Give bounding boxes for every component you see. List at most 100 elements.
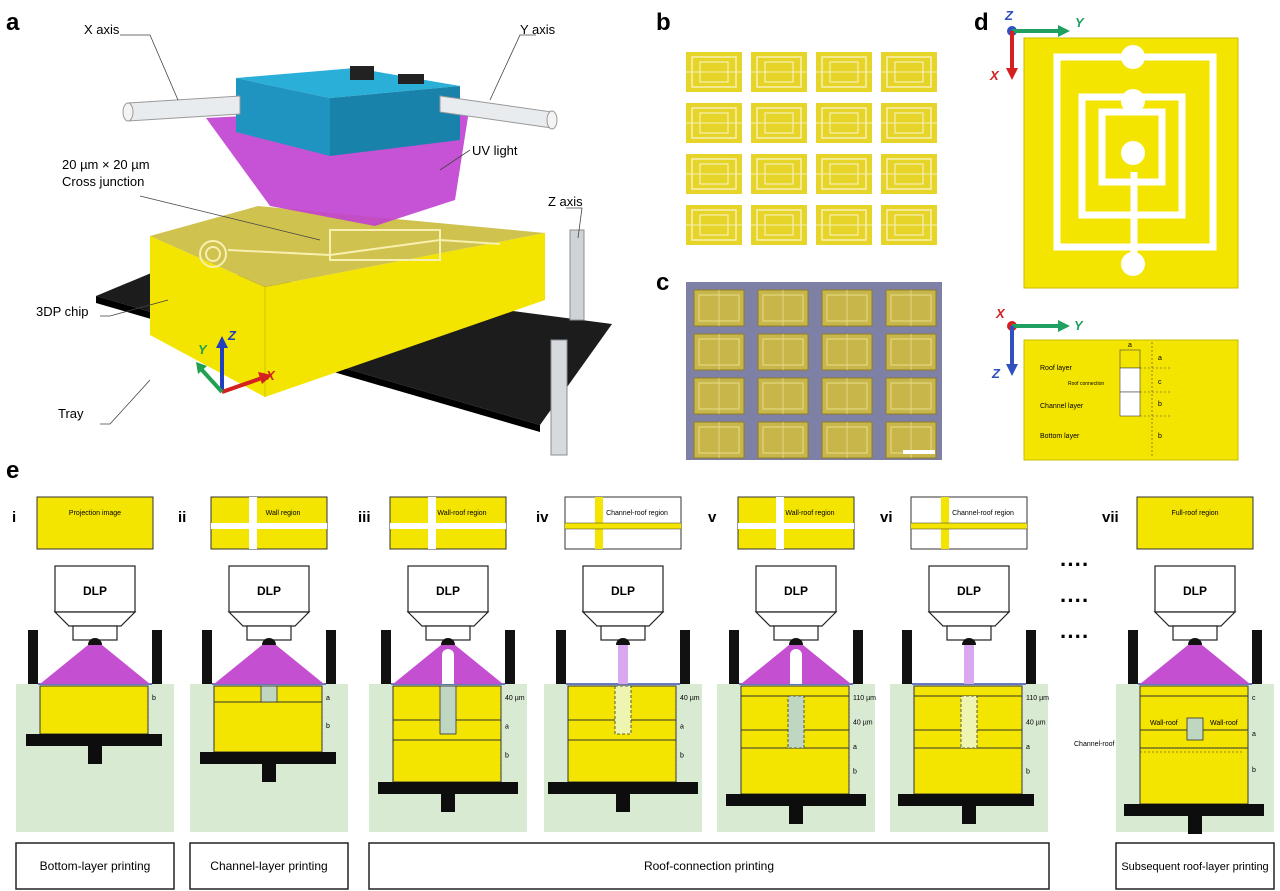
build-plate-stem bbox=[616, 794, 630, 812]
bath-wall-left bbox=[28, 630, 38, 686]
coord-y-label: Y bbox=[198, 342, 208, 357]
array-chip bbox=[686, 154, 742, 194]
panel-letter-a: a bbox=[6, 9, 20, 36]
caption-bottom-layer: Bottom-layer printing bbox=[40, 859, 151, 873]
dim-b-right: b bbox=[1158, 401, 1162, 408]
dimension-label: c bbox=[1252, 695, 1256, 702]
bath-wall-left bbox=[1128, 630, 1138, 686]
z-axis-rod bbox=[550, 339, 568, 456]
printed-chip bbox=[693, 377, 745, 415]
ellipsis-1: ···· bbox=[1060, 552, 1089, 577]
dlp-label: DLP bbox=[1183, 584, 1207, 598]
label-junction-1: 20 µm × 20 µm bbox=[62, 157, 150, 172]
dlp-aperture bbox=[789, 638, 803, 645]
array-chip bbox=[881, 52, 937, 92]
printed-chip bbox=[821, 333, 873, 371]
caption-subsequent-roof: Subsequent roof-layer printing bbox=[1121, 861, 1268, 873]
bath-wall-right bbox=[853, 630, 863, 686]
dlp-projector bbox=[1154, 565, 1236, 613]
caption-box-2 bbox=[189, 842, 349, 890]
mask-label: Projection image bbox=[69, 510, 121, 517]
printed-chip bbox=[821, 421, 873, 459]
dimension-label: a bbox=[326, 695, 330, 702]
uv-beam-gap bbox=[790, 649, 802, 684]
dlp-label: DLP bbox=[611, 584, 635, 598]
dlp-lens bbox=[72, 625, 118, 641]
dlp-lens bbox=[246, 625, 292, 641]
panel-d-top: Z Y X bbox=[989, 8, 1239, 289]
dlp-projector bbox=[54, 565, 136, 613]
array-chip bbox=[881, 154, 937, 194]
bath-wall-right bbox=[1252, 630, 1262, 686]
dlp-projector bbox=[228, 565, 310, 613]
dimension-label: a bbox=[1252, 731, 1256, 738]
label-tray: Tray bbox=[58, 406, 84, 421]
dlp-lens bbox=[425, 625, 471, 641]
step-numeral: ii bbox=[178, 509, 186, 526]
bath-wall-right bbox=[152, 630, 162, 686]
step-numeral: vi bbox=[880, 509, 893, 526]
build-plate-stem bbox=[262, 764, 276, 782]
channel-cavity bbox=[439, 685, 457, 735]
bath-wall-right bbox=[505, 630, 515, 686]
step-numeral: i bbox=[12, 509, 16, 526]
dimension-label: b bbox=[505, 752, 509, 759]
array-chip bbox=[751, 52, 807, 92]
panel-letter-d: d bbox=[974, 9, 989, 36]
bath-wall-left bbox=[381, 630, 391, 686]
bath-wall-left bbox=[729, 630, 739, 686]
layer-roof-connection: Roof connection bbox=[1068, 381, 1104, 387]
dlp-lens-housing bbox=[227, 611, 311, 627]
uv-beam bbox=[40, 645, 150, 684]
printed-chip bbox=[885, 377, 937, 415]
dim-c-right: c bbox=[1158, 379, 1162, 386]
printed-chip bbox=[821, 377, 873, 415]
caption-box-4 bbox=[1115, 842, 1275, 890]
dlp-lens-housing bbox=[754, 611, 838, 627]
caption-subsequent-roof-text: Subsequent roof-layer printing bbox=[1121, 861, 1268, 873]
printed-chip bbox=[757, 333, 809, 371]
dimension-label: b bbox=[152, 695, 156, 702]
build-plate bbox=[378, 782, 518, 794]
label-junction-2: Cross junction bbox=[62, 174, 144, 189]
dlp-label: DLP bbox=[784, 584, 808, 598]
dlp-label: DLP bbox=[257, 584, 281, 598]
dimension-label: b bbox=[1252, 767, 1256, 774]
printed-chip bbox=[885, 333, 937, 371]
dlp-projector bbox=[407, 565, 489, 613]
projector-front bbox=[236, 78, 330, 156]
dlp-aperture bbox=[441, 638, 455, 645]
step-vii-label: Wall-roof bbox=[1210, 720, 1238, 727]
axis-x-bottom-label: X bbox=[995, 306, 1006, 321]
array-chip bbox=[816, 154, 872, 194]
uv-beam bbox=[1140, 645, 1250, 684]
mask-label: Wall region bbox=[266, 510, 301, 517]
dim-b-bottom: b bbox=[1158, 433, 1162, 440]
mask-label: Wall-roof region bbox=[437, 510, 486, 517]
label-z-axis: Z axis bbox=[548, 194, 583, 209]
build-plate-stem bbox=[1188, 816, 1202, 834]
dimension-label: 40 µm bbox=[505, 695, 525, 702]
channel-cavity bbox=[960, 695, 978, 749]
uv-beam-narrow bbox=[964, 645, 974, 684]
mask-image bbox=[36, 496, 154, 550]
uv-beam-gap bbox=[442, 649, 454, 684]
dlp-lens bbox=[946, 625, 992, 641]
dimension-label: a bbox=[1026, 744, 1030, 751]
ellipsis-2: ···· bbox=[1060, 588, 1089, 613]
printed-chip bbox=[757, 421, 809, 459]
build-plate bbox=[548, 782, 698, 794]
array-chip bbox=[816, 205, 872, 245]
dlp-projector bbox=[755, 565, 837, 613]
mask-label: Channel-roof region bbox=[952, 510, 1014, 517]
panel-letter-b: b bbox=[656, 9, 671, 36]
dlp-label: DLP bbox=[436, 584, 460, 598]
mask-image bbox=[1136, 496, 1254, 550]
layer-roof: Roof layer bbox=[1040, 365, 1073, 372]
dlp-aperture bbox=[88, 638, 102, 645]
panel-b-chip-array bbox=[683, 48, 945, 245]
printed-part bbox=[39, 685, 149, 735]
axis-y-bottom-label: Y bbox=[1074, 318, 1084, 333]
